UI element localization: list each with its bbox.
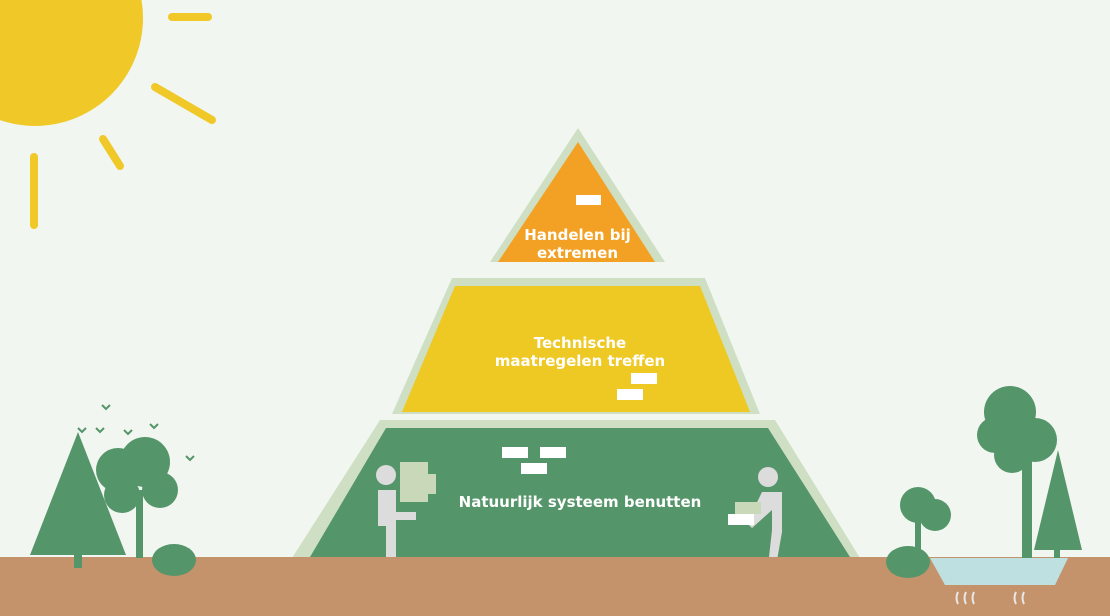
birds-icon [77,404,195,462]
top-label-line2: extremen [536,244,619,262]
person-right-icon [728,467,782,566]
tree-left-icon [30,432,196,576]
pyramid-middle-label: Technische maatregelen treffen [460,334,700,370]
sun-icon [0,0,216,229]
tree-right-icon [886,386,1082,578]
pyramid-middle-layer [402,286,750,412]
pyramid-bottom-layer [310,428,850,557]
top-label-line1: Handelen bij [524,226,631,244]
middle-label-line2: maatregelen treffen [494,352,666,370]
bricks [502,195,657,474]
person-left-icon [376,462,436,566]
pyramid-bottom-label: Natuurlijk systeem benutten [458,493,702,511]
middle-label-line1: Technische [533,334,627,352]
water-basin [930,558,1068,605]
pyramid-top-label: Handelen bij extremen [500,226,655,262]
